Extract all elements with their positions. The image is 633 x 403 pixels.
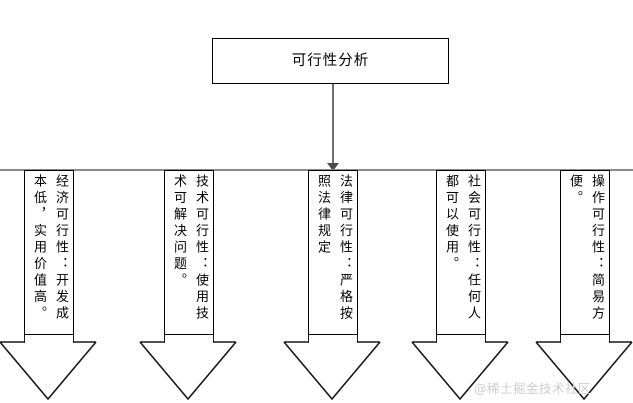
connector-arrowhead-icon bbox=[327, 163, 339, 171]
horizontal-connector-line bbox=[0, 169, 633, 171]
branch-text-operational: 操作可行性：简易方便。 bbox=[567, 174, 604, 323]
branch-text-economic: 经济可行性：开发成本低，实用价值高。 bbox=[31, 174, 68, 323]
branch-text-social: 社会可行性：任何人都可以使用。 bbox=[443, 174, 480, 323]
branch-text-box-economic: 经济可行性：开发成本低，实用价值高。 bbox=[24, 170, 74, 335]
branch-text-box-technical: 技术可行性：使用技术可解决问题。 bbox=[164, 170, 214, 335]
branch-text-legal: 法律可行性：严格按照法律规定 bbox=[315, 174, 352, 323]
root-node-feasibility-analysis[interactable]: 可行性分析 bbox=[212, 38, 449, 84]
arrow-head-legal bbox=[282, 341, 382, 401]
watermark: @稀土掘金技术社区 bbox=[474, 381, 592, 396]
branch-text-technical: 技术可行性：使用技术可解决问题。 bbox=[171, 174, 208, 323]
root-node-label: 可行性分析 bbox=[291, 52, 370, 69]
arrow-shaft-technical bbox=[164, 170, 214, 343]
vertical-connector-line bbox=[332, 84, 334, 166]
arrow-head-economic bbox=[0, 341, 98, 401]
arrow-head-social bbox=[410, 341, 510, 401]
arrow-head-technical bbox=[138, 341, 238, 401]
arrow-head-operational bbox=[534, 341, 633, 401]
branch-text-box-operational: 操作可行性：简易方便。 bbox=[560, 170, 610, 335]
branch-text-box-social: 社会可行性：任何人都可以使用。 bbox=[436, 170, 486, 335]
branch-text-box-legal: 法律可行性：严格按照法律规定 bbox=[308, 170, 358, 335]
